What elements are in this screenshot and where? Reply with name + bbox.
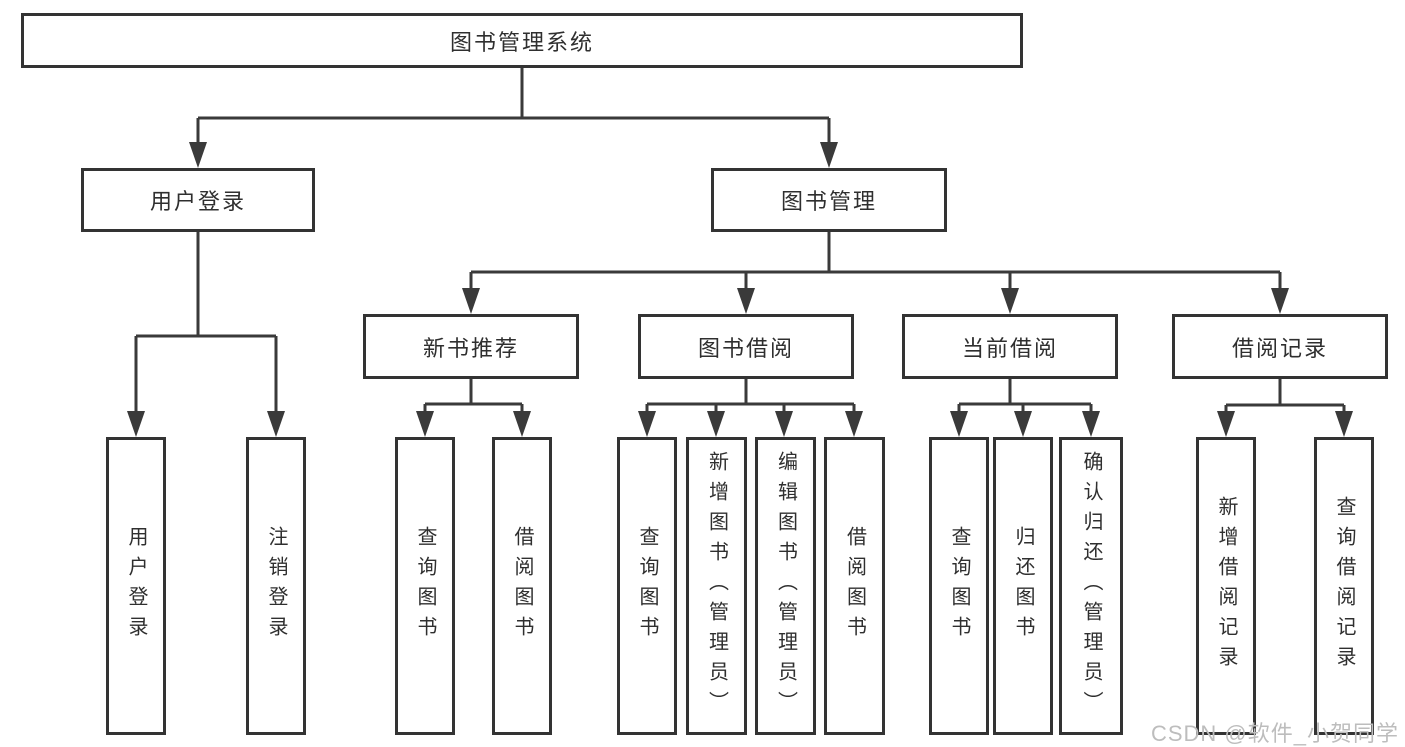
- arrowhead-leaf-borrow-books-recommend: [513, 411, 531, 437]
- arrowhead-leaf-query-borrow-record: [1335, 411, 1353, 437]
- arrowhead-current-borrowing: [1001, 288, 1019, 314]
- node-leaf-borrow-books-recommend: 借阅图书: [492, 437, 552, 735]
- node-leaf-confirm-return-admin: 确认归还（管理员）: [1059, 437, 1123, 735]
- arrowhead-leaf-user-login: [127, 411, 145, 437]
- node-leaf-return-books: 归还图书: [993, 437, 1053, 735]
- node-leaf-logout-login: 注销登录: [246, 437, 306, 735]
- node-book-management: 图书管理: [711, 168, 947, 232]
- node-label: 新书推荐: [422, 335, 519, 361]
- arrowhead-leaf-return-books: [1014, 411, 1032, 437]
- node-label: 借阅图书: [511, 526, 533, 646]
- arrowhead-leaf-query-books-current: [950, 411, 968, 437]
- node-label: 确认归还（管理员）: [1080, 451, 1102, 721]
- arrowhead-borrowing-records: [1271, 288, 1289, 314]
- connector-user-login-to-leaves: [127, 232, 285, 437]
- connector-root-to-level2: [189, 68, 838, 168]
- arrowhead-leaf-edit-books-admin: [775, 411, 793, 437]
- arrowhead-leaf-add-books-admin: [707, 411, 725, 437]
- arrowhead-leaf-query-books-borrowing: [638, 411, 656, 437]
- csdn-watermark: CSDN @软件_小贺同学: [1150, 721, 1399, 746]
- node-label: 查询图书: [636, 526, 658, 646]
- node-label: 新增图书（管理员）: [705, 451, 728, 721]
- node-leaf-borrow-books-borrowing: 借阅图书: [824, 437, 885, 735]
- arrowhead-leaf-borrow-books-borrowing: [845, 411, 863, 437]
- node-leaf-query-books-recommend: 查询图书: [395, 437, 455, 735]
- connector-book-management-to-level3: [462, 232, 1289, 314]
- node-user-login: 用户登录: [81, 168, 315, 232]
- node-leaf-add-borrow-record: 新增借阅记录: [1196, 437, 1256, 735]
- node-leaf-query-borrow-record: 查询借阅记录: [1314, 437, 1374, 735]
- arrowhead-leaf-confirm-return-admin: [1082, 411, 1100, 437]
- arrowhead-book-borrowing: [737, 288, 755, 314]
- node-leaf-query-books-current: 查询图书: [929, 437, 989, 735]
- node-label: 注销登录: [265, 526, 287, 646]
- node-label: 图书管理: [780, 189, 877, 214]
- node-label: 借阅记录: [1231, 335, 1328, 361]
- connector-book-borrowing-to-leaves: [638, 379, 863, 437]
- connector-borrowing-records-to-leaves: [1217, 379, 1353, 437]
- node-book-borrowing: 图书借阅: [638, 314, 854, 379]
- arrowhead-new-book-recommend: [462, 288, 480, 314]
- node-label: 查询借阅记录: [1333, 496, 1355, 676]
- node-leaf-user-login: 用户登录: [106, 437, 166, 735]
- node-root-library-system: 图书管理系统: [21, 13, 1023, 68]
- arrowhead-leaf-add-borrow-record: [1217, 411, 1235, 437]
- connector-new-book-recommend-to-leaves: [416, 379, 531, 437]
- node-label: 当前借阅: [961, 335, 1058, 361]
- node-label: 归还图书: [1012, 526, 1034, 646]
- arrowhead-leaf-logout-login: [267, 411, 285, 437]
- node-label: 用户登录: [125, 526, 147, 646]
- node-leaf-query-books-borrowing: 查询图书: [617, 437, 677, 735]
- node-borrowing-records: 借阅记录: [1172, 314, 1388, 379]
- node-new-book-recommend: 新书推荐: [363, 314, 579, 379]
- node-label: 用户登录: [149, 189, 246, 214]
- arrowhead-user-login: [189, 142, 207, 168]
- node-current-borrowing: 当前借阅: [902, 314, 1118, 379]
- node-label: 查询图书: [414, 526, 436, 646]
- node-leaf-edit-books-admin: 编辑图书（管理员）: [755, 437, 816, 735]
- arrowhead-leaf-query-books-recommend: [416, 411, 434, 437]
- node-label: 编辑图书（管理员）: [774, 451, 797, 721]
- connector-current-borrowing-to-leaves: [950, 379, 1100, 437]
- node-label: 图书管理系统: [449, 29, 594, 55]
- node-label: 借阅图书: [843, 526, 866, 646]
- node-label: 新增借阅记录: [1215, 496, 1237, 676]
- arrowhead-book-management: [820, 142, 838, 168]
- node-label: 查询图书: [948, 526, 970, 646]
- node-label: 图书借阅: [697, 335, 794, 361]
- node-leaf-add-books-admin: 新增图书（管理员）: [686, 437, 747, 735]
